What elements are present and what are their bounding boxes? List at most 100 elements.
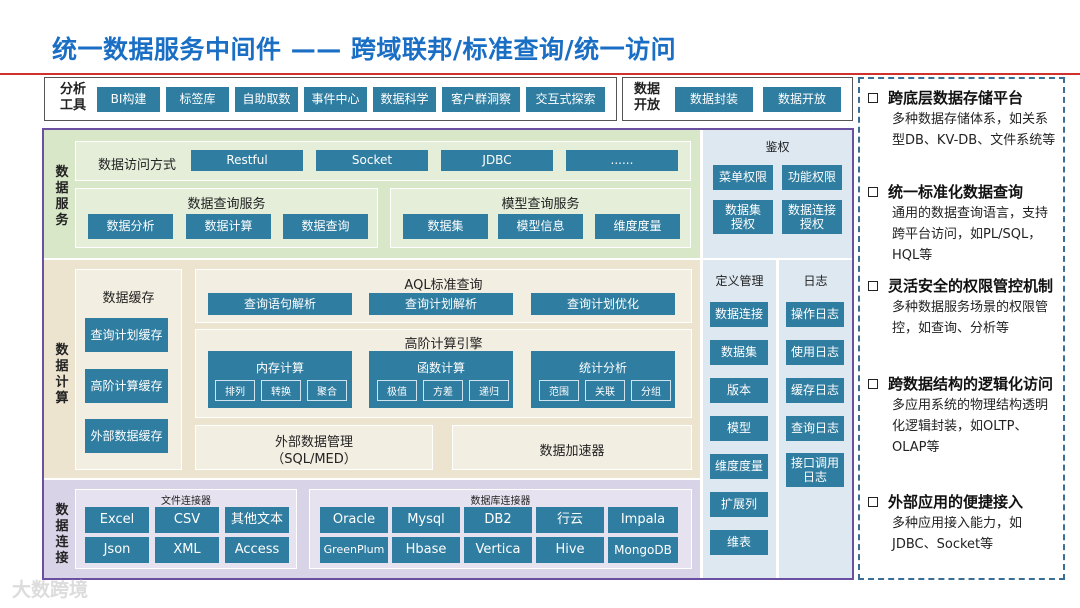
feature-desc: 多种应用接入能力，如JDBC、Socket等 bbox=[892, 516, 1023, 552]
feature-desc: 多种数据服务场景的权限管控，如查询、分析等 bbox=[892, 300, 1049, 336]
define-connection[interactable]: 数据连接 bbox=[710, 302, 768, 327]
auth-title: 鉴权 bbox=[765, 140, 790, 154]
feature-desc: 多种数据存储体系，如关系型DB、KV-DB、文件系统等 bbox=[892, 112, 1056, 148]
tool-interactive-explore[interactable]: 交互式探索 bbox=[526, 87, 605, 112]
tool-customer-insight[interactable]: 客户群洞察 bbox=[442, 87, 520, 112]
file-other-text[interactable]: 其他文本 bbox=[225, 507, 289, 533]
file-json[interactable]: Json bbox=[85, 537, 149, 563]
auth-function-permission[interactable]: 功能权限 bbox=[782, 165, 842, 190]
aql-plan-optimize[interactable]: 查询计划优化 bbox=[531, 293, 675, 315]
model-dataset[interactable]: 数据集 bbox=[403, 214, 488, 239]
aql-title: AQL标准查询 bbox=[404, 278, 483, 293]
checkbox-icon bbox=[868, 379, 878, 389]
db-db2[interactable]: DB2 bbox=[464, 507, 532, 533]
file-excel[interactable]: Excel bbox=[85, 507, 149, 533]
define-dimension-measure[interactable]: 维度度量 bbox=[710, 454, 768, 479]
db-hive[interactable]: Hive bbox=[536, 537, 604, 563]
define-dimension-table[interactable]: 维表 bbox=[710, 530, 768, 555]
access-more[interactable]: ...... bbox=[566, 150, 678, 171]
query-data-compute[interactable]: 数据计算 bbox=[186, 214, 271, 239]
op-range[interactable]: 范围 bbox=[539, 380, 579, 401]
op-group[interactable]: 分组 bbox=[631, 380, 671, 401]
op-recursion[interactable]: 递归 bbox=[469, 380, 509, 401]
db-oracle[interactable]: Oracle bbox=[320, 507, 388, 533]
engine-memory-title: 内存计算 bbox=[255, 361, 304, 375]
file-access[interactable]: Access bbox=[225, 537, 289, 563]
db-greenplum[interactable]: GreenPlum bbox=[320, 537, 388, 563]
aql-statement-parse[interactable]: 查询语句解析 bbox=[208, 293, 352, 315]
auth-menu-permission[interactable]: 菜单权限 bbox=[713, 165, 773, 190]
auth-connection-grant[interactable]: 数据连接授权 bbox=[782, 200, 842, 234]
auth-dataset-grant[interactable]: 数据集授权 bbox=[713, 200, 773, 234]
page-title: 统一数据服务中间件 —— 跨域联邦/标准查询/统一访问 bbox=[52, 35, 677, 64]
db-hbase[interactable]: Hbase bbox=[392, 537, 460, 563]
tool-bi-build[interactable]: BI构建 bbox=[97, 87, 160, 112]
query-service-title: 数据查询服务 bbox=[187, 197, 266, 212]
log-usage[interactable]: 使用日志 bbox=[786, 340, 844, 365]
query-data-analysis[interactable]: 数据分析 bbox=[88, 214, 173, 239]
op-aggregate[interactable]: 聚合 bbox=[307, 380, 347, 401]
service-label: 数据服务 bbox=[55, 165, 69, 228]
op-transform[interactable]: 转换 bbox=[261, 380, 301, 401]
model-dimension-measure[interactable]: 维度度量 bbox=[595, 214, 680, 239]
engine-function-title: 函数计算 bbox=[416, 361, 465, 375]
access-restful[interactable]: Restful bbox=[191, 150, 303, 171]
op-variance[interactable]: 方差 bbox=[423, 380, 463, 401]
accelerator-title: 数据加速器 bbox=[539, 444, 605, 459]
define-extension-column[interactable]: 扩展列 bbox=[710, 492, 768, 517]
auth-panel bbox=[703, 130, 852, 258]
data-open-label: 数据开放 bbox=[633, 82, 660, 113]
op-correlate[interactable]: 关联 bbox=[585, 380, 625, 401]
file-connector-title: 文件连接器 bbox=[161, 496, 211, 507]
log-operation[interactable]: 操作日志 bbox=[786, 302, 844, 327]
define-dataset[interactable]: 数据集 bbox=[710, 340, 768, 365]
cache-query-plan[interactable]: 查询计划缓存 bbox=[85, 318, 168, 352]
open-data-package[interactable]: 数据封装 bbox=[675, 87, 753, 112]
define-title: 定义管理 bbox=[715, 274, 764, 288]
db-vertica[interactable]: Vertica bbox=[464, 537, 532, 563]
access-jdbc[interactable]: JDBC bbox=[441, 150, 553, 171]
define-version[interactable]: 版本 bbox=[710, 378, 768, 403]
op-extreme[interactable]: 极值 bbox=[377, 380, 417, 401]
model-info[interactable]: 模型信息 bbox=[498, 214, 583, 239]
query-data-query[interactable]: 数据查询 bbox=[283, 214, 368, 239]
cache-external-data[interactable]: 外部数据缓存 bbox=[85, 419, 168, 453]
external-data-box bbox=[195, 425, 433, 470]
analysis-tools-label: 分析工具 bbox=[59, 82, 86, 113]
define-model[interactable]: 模型 bbox=[710, 416, 768, 441]
aql-plan-parse[interactable]: 查询计划解析 bbox=[369, 293, 513, 315]
tool-data-science[interactable]: 数据科学 bbox=[373, 87, 436, 112]
db-mysql[interactable]: Mysql bbox=[392, 507, 460, 533]
access-socket[interactable]: Socket bbox=[316, 150, 428, 171]
feature-item: 跨底层数据存储平台 多种数据存储体系，如关系型DB、KV-DB、文件系统等 bbox=[868, 87, 1060, 151]
checkbox-icon bbox=[868, 93, 878, 103]
checkbox-icon bbox=[868, 187, 878, 197]
file-xml[interactable]: XML bbox=[155, 537, 219, 563]
open-data-open[interactable]: 数据开放 bbox=[763, 87, 841, 112]
db-mongodb[interactable]: MongoDB bbox=[608, 537, 678, 563]
connect-label: 数据连接 bbox=[55, 503, 69, 566]
tool-tag-library[interactable]: 标签库 bbox=[166, 87, 229, 112]
checkbox-icon bbox=[868, 281, 878, 291]
feature-desc: 通用的数据查询语言，支持跨平台访问，如PL/SQL，HQL等 bbox=[892, 206, 1049, 263]
file-csv[interactable]: CSV bbox=[155, 507, 219, 533]
feature-title: 统一标准化数据查询 bbox=[888, 183, 1024, 201]
feature-item: 统一标准化数据查询 通用的数据查询语言，支持跨平台访问，如PL/SQL，HQL等 bbox=[868, 181, 1060, 266]
log-cache[interactable]: 缓存日志 bbox=[786, 378, 844, 403]
external-data-title: 外部数据管理 bbox=[274, 435, 353, 450]
log-query[interactable]: 查询日志 bbox=[786, 416, 844, 441]
tool-event-center[interactable]: 事件中心 bbox=[304, 87, 367, 112]
cache-advanced-compute[interactable]: 高阶计算缓存 bbox=[85, 369, 168, 403]
op-permute[interactable]: 排列 bbox=[215, 380, 255, 401]
tool-self-service-fetch[interactable]: 自助取数 bbox=[235, 87, 298, 112]
log-title: 日志 bbox=[803, 274, 828, 288]
feature-title: 跨数据结构的逻辑化访问 bbox=[888, 375, 1054, 393]
feature-title: 灵活安全的权限管控机制 bbox=[888, 277, 1054, 295]
feature-title: 外部应用的便捷接入 bbox=[888, 493, 1024, 511]
engine-stats-title: 统计分析 bbox=[578, 361, 627, 375]
checkbox-icon bbox=[868, 497, 878, 507]
feature-desc: 多应用系统的物理结构透明化逻辑封装，如OLTP、OLAP等 bbox=[892, 398, 1049, 455]
db-xingyun[interactable]: 行云 bbox=[536, 507, 604, 533]
log-api-call[interactable]: 接口调用日志 bbox=[786, 453, 844, 487]
db-impala[interactable]: Impala bbox=[608, 507, 678, 533]
